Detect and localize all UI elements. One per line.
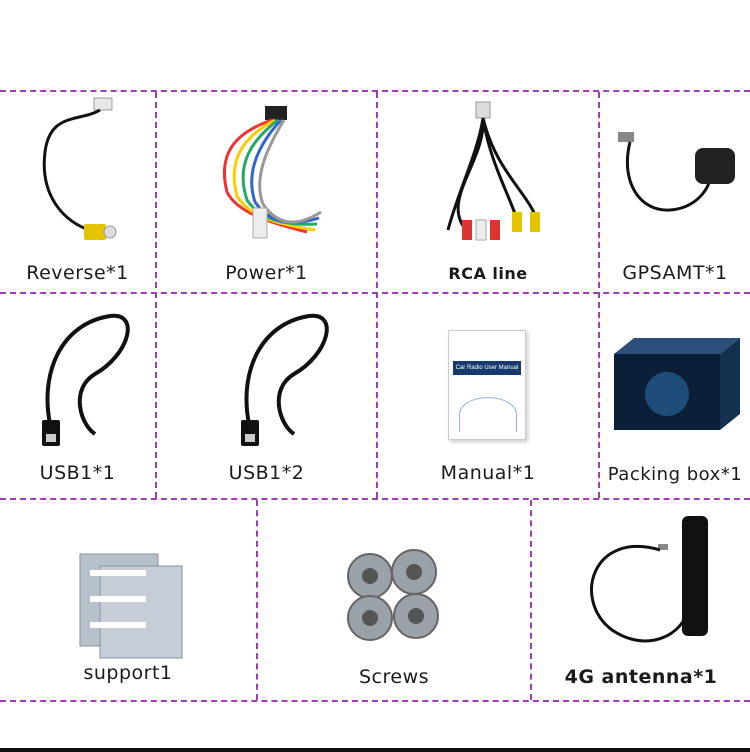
power-harness-icon (222, 106, 322, 239)
item-label: Reverse*1 (26, 262, 129, 284)
rca-cable-icon (446, 101, 540, 241)
globe-graphic (459, 397, 517, 432)
item-usb-1: USB1*1 (0, 294, 155, 498)
item-manual: Car Radio User Manual Manual*1 (378, 294, 598, 498)
divider-line (0, 700, 750, 702)
item-rca: RCA line (378, 92, 598, 292)
item-label: 4G antenna*1 (564, 666, 718, 688)
divider-line (0, 90, 750, 92)
packing-box-icon (614, 338, 740, 430)
manual-cover-title: Car Radio User Manual (453, 361, 521, 375)
item-label: Power*1 (225, 262, 308, 284)
item-label: GPSAMT*1 (622, 262, 728, 284)
divider-line (0, 292, 750, 294)
item-label: Manual*1 (440, 462, 536, 484)
mounting-bracket-icon (79, 553, 183, 659)
item-label: USB1*1 (39, 462, 116, 484)
item-label: RCA line (448, 264, 528, 283)
screws-icon (347, 549, 439, 641)
item-gps: GPSAMT*1 (600, 92, 750, 292)
usb-cable-icon (42, 313, 130, 446)
usb-cable-icon (241, 313, 329, 446)
4g-antenna-icon (590, 516, 708, 643)
divider-line (155, 92, 157, 498)
reverse-camera-cable-icon (42, 97, 117, 240)
gps-antenna-icon (618, 132, 735, 212)
manual-booklet-icon: Car Radio User Manual (448, 330, 526, 440)
item-label: Packing box*1 (607, 464, 743, 485)
item-label: USB1*2 (228, 462, 305, 484)
item-label: Screws (358, 666, 430, 688)
divider-line (256, 500, 258, 700)
item-packing-box: Packing box*1 (600, 294, 750, 498)
divider-line (530, 500, 532, 700)
divider-line (376, 92, 378, 498)
item-screws: Screws (258, 500, 530, 700)
divider-line (0, 498, 750, 500)
item-support: support1 (0, 500, 256, 700)
item-reverse: Reverse*1 (0, 92, 155, 292)
item-power: Power*1 (157, 92, 376, 292)
item-usb-2: USB1*2 (157, 294, 376, 498)
bottom-bar (0, 748, 750, 752)
item-4g-antenna: 4G antenna*1 (532, 500, 750, 700)
item-label: support1 (83, 662, 173, 684)
divider-line (598, 92, 600, 498)
